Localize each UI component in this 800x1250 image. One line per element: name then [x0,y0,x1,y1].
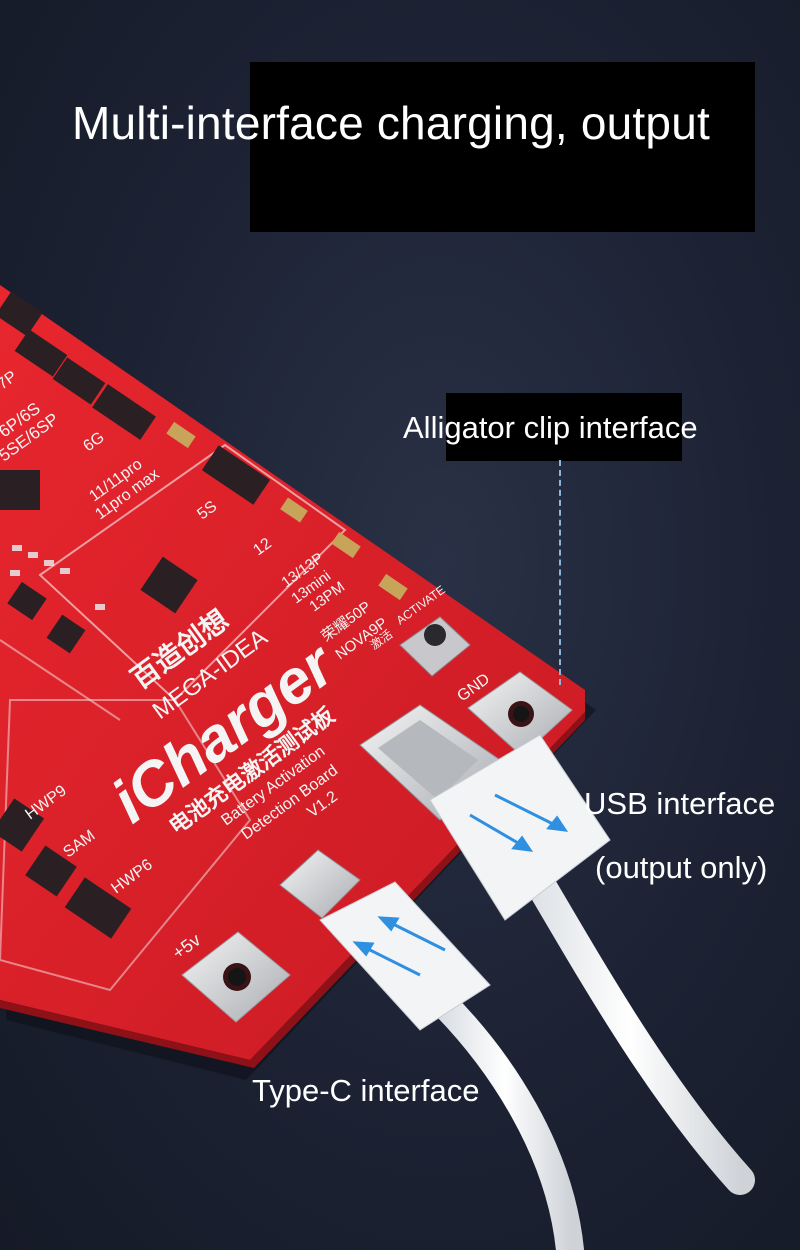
plus5v-terminal [181,931,291,1023]
alligator-label-bg [446,393,682,461]
alligator-pointer-line [559,460,561,685]
activate-button [399,616,471,677]
type-c-cable [319,881,584,1250]
title-banner [250,62,755,232]
usb-cable [429,734,755,1195]
battery-connectors [0,291,271,939]
page-title: Multi-interface charging, output [72,97,710,149]
gnd-terminal [467,671,573,757]
type-c-port [279,849,361,919]
pcb-board: 百造创想 MEGA-IDEA iCharger 电池充电激活测试板 Batter… [0,285,585,1068]
alligator-clip-label: Alligator clip interface [403,410,698,445]
usb-interface-label: USB interface [584,786,776,821]
usb-output-only-label: (output only) [595,850,768,885]
type-c-interface-label: Type-C interface [252,1073,480,1108]
